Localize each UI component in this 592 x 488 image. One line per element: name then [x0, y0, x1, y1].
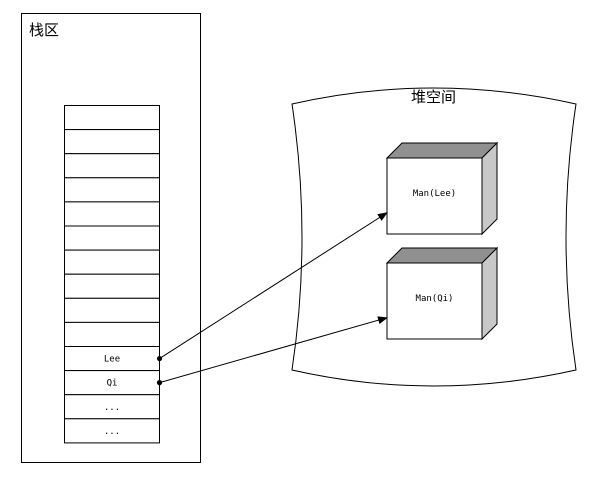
heap-object-front [386, 262, 483, 340]
stack-slot [64, 249, 160, 275]
stack-slot-label: Qi [107, 379, 118, 389]
heap-object-side [481, 141, 498, 236]
heap-object: Man(Lee) [385, 141, 499, 236]
heap-region: 堆空间 Man(Lee) Man(Qi) [291, 87, 577, 387]
stack-slot [64, 201, 160, 227]
reference-arrow [159, 316, 388, 384]
reference-arrow [159, 212, 388, 359]
heap-title: 堆空间 [411, 88, 456, 106]
stack-slot [64, 129, 160, 155]
stack-slot [64, 394, 160, 420]
heap-object-side [481, 246, 498, 341]
stack-slot [64, 321, 160, 347]
stack-title: 栈区 [29, 21, 59, 39]
stack-slot-label: Lee [104, 355, 120, 365]
reference-arrows [156, 212, 388, 386]
stack-slot [64, 105, 160, 131]
stack-slot [64, 225, 160, 251]
heap-object-label: Man(Lee) [413, 189, 456, 199]
stack-slot [64, 153, 160, 179]
stack-slot-label: ... [104, 427, 120, 437]
heap-object-label: Man(Qi) [416, 294, 454, 304]
heap-object-front [386, 157, 483, 235]
stack-slot [64, 273, 160, 299]
stack-slot [64, 297, 160, 323]
stack-slot [64, 418, 160, 444]
stack-slot [64, 177, 160, 203]
stack-slots: LeeQi...... [64, 105, 160, 444]
heap-object-top [385, 247, 499, 264]
heap-object-top [385, 142, 499, 159]
heap-objects: Man(Lee) Man(Qi) [385, 141, 499, 341]
stack-frame [21, 13, 201, 463]
heap-outline [291, 87, 577, 387]
heap-object: Man(Qi) [385, 246, 499, 341]
stack-slot-label: ... [104, 403, 120, 413]
stack-region: 栈区 LeeQi...... [21, 13, 201, 463]
